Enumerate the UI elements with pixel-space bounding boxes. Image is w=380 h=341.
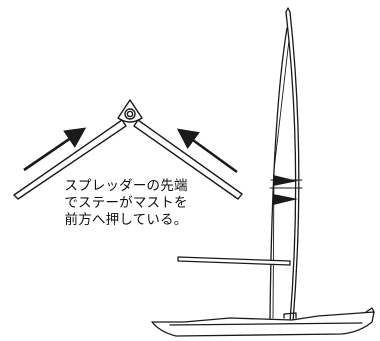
hull-gunwale	[169, 322, 363, 326]
triangle-right-icon	[273, 175, 298, 186]
mast-push-arrows	[273, 175, 298, 205]
mast-back	[289, 11, 300, 323]
arrow-up-right-icon	[23, 127, 87, 172]
transom	[365, 307, 375, 313]
mast	[285, 11, 297, 323]
boom	[177, 256, 291, 266]
forestay	[272, 39, 290, 319]
spreader-left-arm	[13, 119, 127, 200]
caption-line-1: スプレッダーの先端	[64, 178, 188, 194]
mast-top	[285, 7, 291, 13]
caption-line-3: 前方へ押している。	[64, 212, 188, 228]
caption-text: スプレッダーの先端 でステーがマストを 前方へ押している。	[42, 178, 210, 229]
spreader-right-arm	[133, 119, 243, 200]
triangle-right-icon	[273, 194, 298, 205]
spreader-mast-hole-inner	[126, 110, 134, 118]
force-arrows	[23, 127, 238, 174]
spreader-detail	[13, 99, 243, 200]
sail	[269, 27, 288, 322]
cockpit-fitting	[283, 312, 297, 319]
arrow-up-left-icon	[176, 128, 238, 174]
caption-line-2: でステーがマストを	[64, 195, 188, 211]
sailboat	[151, 7, 375, 337]
